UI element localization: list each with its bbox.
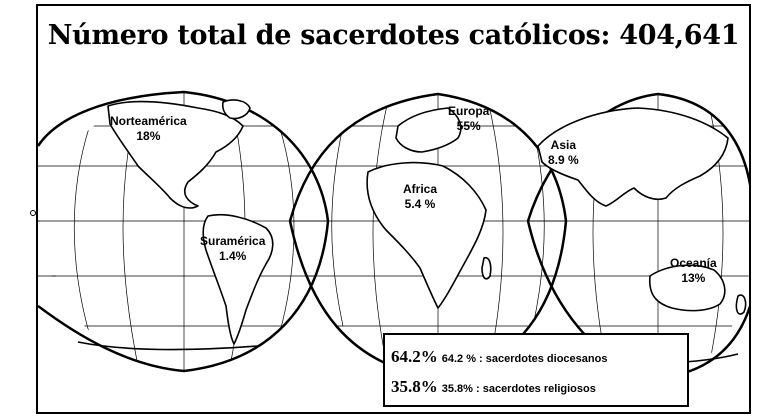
region-name: Asia <box>550 138 577 152</box>
map-frame: Número total de sacerdotes católicos: 40… <box>36 4 751 414</box>
region-label-europa: Europa 55% <box>448 104 489 134</box>
region-label-suramerica: Suramérica 1.4% <box>200 234 265 264</box>
region-name: Europa <box>448 104 490 118</box>
region-name: Oceanía <box>670 256 717 270</box>
greenland-shape <box>221 99 251 120</box>
region-name: Suramérica <box>200 234 266 248</box>
oceania-shape <box>648 264 726 312</box>
region-label-africa: Africa 5.4 % <box>403 182 437 212</box>
legend-small-text: 35.8% : sacerdotes religiosos <box>441 383 596 395</box>
region-label-asia: Asia 8.9 % <box>548 138 579 168</box>
legend-big-value: 35.8% <box>391 377 438 396</box>
south-america-shape <box>202 213 274 345</box>
north-america-shape <box>107 100 244 209</box>
region-value: 18% <box>136 129 161 143</box>
legend-big-value: 64.2% <box>391 347 438 366</box>
africa-shape <box>366 161 487 309</box>
map-title: Número total de sacerdotes católicos: 40… <box>47 20 740 51</box>
new-zealand-shape <box>735 294 747 315</box>
region-value: 13% <box>681 271 706 285</box>
legend-row-diocesanos: 64.2%64.2 % : sacerdotes diocesanos <box>391 347 607 367</box>
region-value: 1.4% <box>219 249 247 263</box>
legend-box: 64.2%64.2 % : sacerdotes diocesanos 35.8… <box>383 333 689 407</box>
europe-shape <box>395 107 462 153</box>
asia-shape <box>537 107 729 207</box>
region-label-norteamerica: Norteamérica 18% <box>110 114 187 144</box>
antarctica-left-shape <box>77 341 259 351</box>
region-value: 55% <box>456 119 481 133</box>
world-map <box>38 90 749 380</box>
legend-row-religiosos: 35.8%35.8% : sacerdotes religiosos <box>391 377 596 397</box>
region-value: 5.4 % <box>404 197 436 211</box>
region-name: Norteamérica <box>110 114 187 128</box>
region-label-oceania: Oceanía 13% <box>670 256 717 286</box>
region-value: 8.9 % <box>548 153 579 167</box>
legend-small-text: 64.2 % : sacerdotes diocesanos <box>441 353 608 365</box>
region-name: Africa <box>403 182 438 196</box>
madagascar-shape <box>481 256 492 280</box>
edge-mark <box>30 210 36 216</box>
